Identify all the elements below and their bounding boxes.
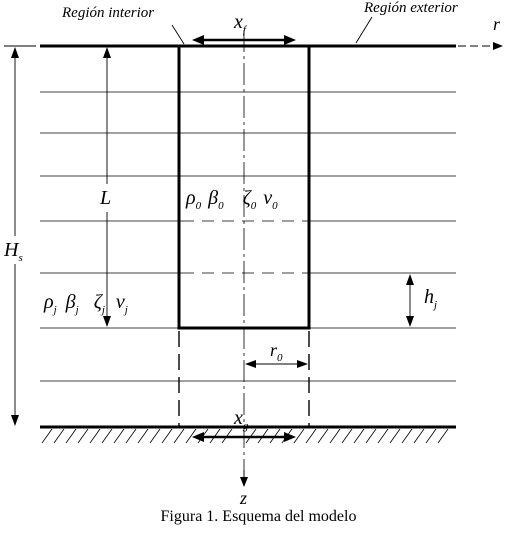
pile-extension-dashed: [178, 331, 310, 427]
r0-label: r0: [270, 340, 283, 364]
hs-label: Hs: [3, 239, 23, 264]
region-inner-label: Región interior: [61, 5, 154, 21]
figure-caption: Figura 1. Esquema del modelo: [160, 508, 357, 525]
region-inner-leader: [171, 24, 185, 45]
layer-properties: ρj βj ζj νj: [43, 291, 128, 318]
region-outer-leader: [355, 16, 373, 44]
hs-dimension: [4, 45, 36, 426]
inner-properties: ρ0 β0 ζ0 ν0: [185, 187, 278, 214]
xg-arrow: [192, 432, 296, 442]
bedrock-hatch: [41, 428, 449, 444]
hj-dimension: [406, 274, 414, 327]
hj-label: hj: [424, 286, 437, 311]
region-outer-label: Región exterior: [363, 0, 458, 16]
l-dimension: [103, 47, 111, 327]
xg-label: xg: [233, 407, 249, 432]
z-axis-label: z: [239, 488, 247, 508]
xf-label: xf: [233, 11, 248, 36]
r0-dimension: [245, 360, 308, 368]
l-label: L: [99, 187, 111, 209]
r-axis-label: r: [493, 14, 501, 34]
xf-arrow: [192, 35, 296, 45]
layer-lines: [40, 91, 456, 382]
